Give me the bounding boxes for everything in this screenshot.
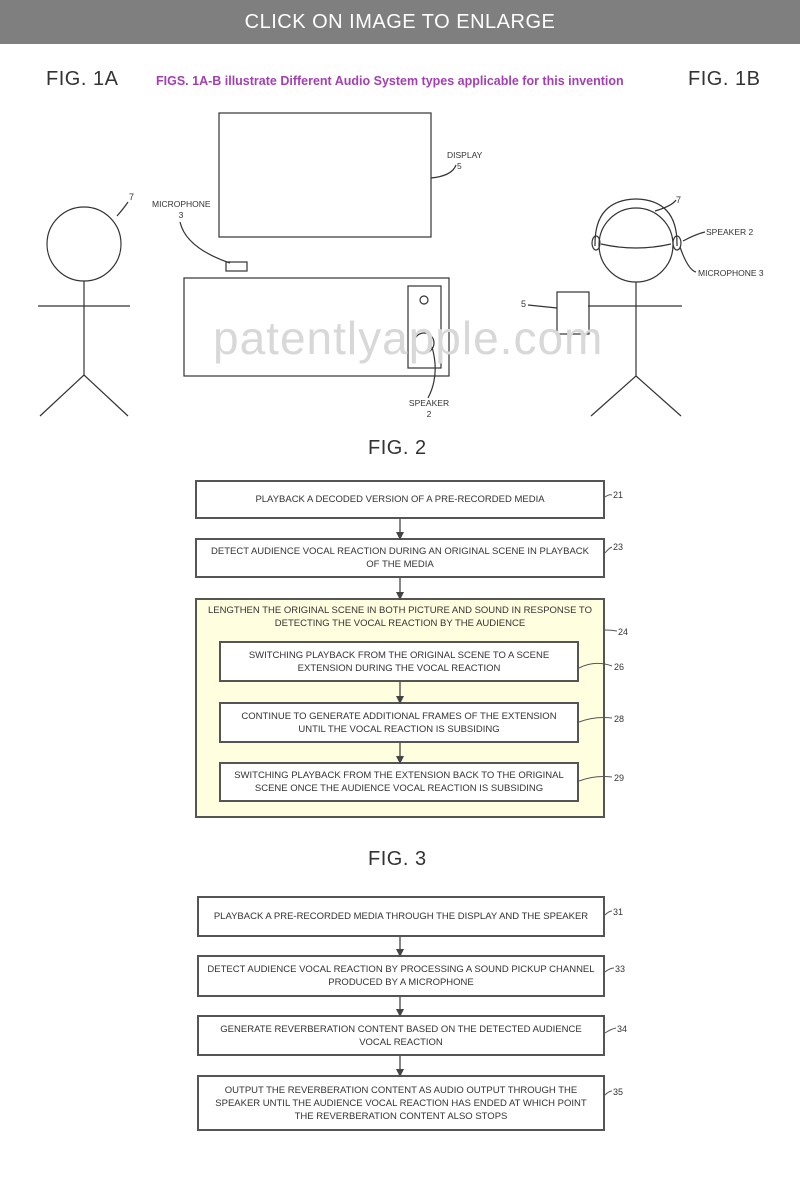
step-23-ref: 23 bbox=[613, 542, 624, 552]
headset-speaker-leader bbox=[682, 231, 706, 242]
step-21-box: PLAYBACK A DECODED VERSION OF A PRE-RECO… bbox=[195, 480, 605, 519]
step-31-text: PLAYBACK A PRE-RECORDED MEDIA THROUGH TH… bbox=[213, 911, 589, 922]
step-23-text: DETECT AUDIENCE VOCAL REACTION DURING AN… bbox=[211, 546, 589, 570]
right-person-body bbox=[588, 282, 682, 417]
microphone-rect bbox=[225, 261, 248, 272]
step-35-text: OUTPUT THE REVERBERATION CONTENT AS AUDI… bbox=[215, 1084, 587, 1122]
fig-3-title: FIG. 3 bbox=[368, 848, 427, 870]
handheld-device bbox=[556, 291, 590, 335]
speaker-label: SPEAKER 2 bbox=[408, 398, 450, 419]
fig-1a-label: FIG. 1A bbox=[46, 68, 119, 90]
step-33-ref: 33 bbox=[615, 964, 626, 974]
leader-34 bbox=[604, 1027, 617, 1034]
step-29-box: SWITCHING PLAYBACK FROM THE EXTENSION BA… bbox=[219, 762, 579, 802]
step-28-text: CONTINUE TO GENERATE ADDITIONAL FRAMES O… bbox=[241, 710, 557, 735]
leader-23 bbox=[604, 546, 613, 554]
left-person-ref: 7 bbox=[129, 192, 135, 202]
speaker-woofer bbox=[413, 332, 435, 354]
console-rect bbox=[183, 277, 450, 377]
step-24-ref: 24 bbox=[618, 627, 629, 637]
microphone-leader bbox=[179, 221, 231, 264]
leader-26 bbox=[578, 662, 613, 669]
headset-mic-leader bbox=[679, 246, 697, 273]
enlarge-banner-text: CLICK ON IMAGE TO ENLARGE bbox=[244, 10, 556, 33]
step-21-text: PLAYBACK A DECODED VERSION OF A PRE-RECO… bbox=[255, 494, 545, 505]
step-35-box: OUTPUT THE REVERBERATION CONTENT AS AUDI… bbox=[197, 1075, 605, 1131]
device-leader bbox=[527, 304, 558, 309]
step-31-ref: 31 bbox=[613, 907, 624, 917]
step-34-text: GENERATE REVERBERATION CONTENT BASED ON … bbox=[220, 1023, 582, 1048]
step-33-text: DETECT AUDIENCE VOCAL REACTION BY PROCES… bbox=[207, 964, 595, 988]
right-person-leader bbox=[654, 199, 677, 212]
left-person-leader bbox=[116, 201, 129, 217]
headset-right-ear bbox=[672, 235, 682, 251]
step-29-ref: 29 bbox=[614, 773, 625, 783]
step-28-box: CONTINUE TO GENERATE ADDITIONAL FRAMES O… bbox=[219, 702, 579, 743]
leader-28 bbox=[578, 717, 613, 723]
leader-31 bbox=[604, 910, 613, 916]
headset-band-inner bbox=[600, 243, 672, 249]
speaker-leader bbox=[427, 346, 436, 399]
step-26-ref: 26 bbox=[614, 662, 625, 672]
leader-29 bbox=[578, 776, 613, 782]
step-26-text: SWITCHING PLAYBACK FROM THE ORIGINAL SCE… bbox=[248, 649, 550, 674]
headset-speaker-label: SPEAKER 2 bbox=[706, 227, 754, 237]
display-rect bbox=[218, 112, 432, 238]
leader-24 bbox=[604, 629, 618, 632]
step-34-ref: 34 bbox=[617, 1024, 628, 1034]
step-35-ref: 35 bbox=[613, 1087, 624, 1097]
leader-33 bbox=[604, 967, 615, 973]
microphone-label: MICROPHONE 3 bbox=[152, 199, 211, 220]
left-person-body bbox=[38, 281, 130, 417]
headset-microphone-label: MICROPHONE 3 bbox=[698, 268, 764, 278]
speaker-panel bbox=[407, 285, 442, 369]
headset-left-ear bbox=[591, 235, 601, 251]
leader-35 bbox=[604, 1090, 613, 1096]
figure-caption: FIGS. 1A-B illustrate Different Audio Sy… bbox=[156, 74, 624, 88]
leader-21 bbox=[604, 494, 613, 498]
watermark: patentlyapple.com bbox=[213, 312, 604, 364]
step-28-ref: 28 bbox=[614, 714, 625, 724]
step-33-box: DETECT AUDIENCE VOCAL REACTION BY PROCES… bbox=[197, 955, 605, 997]
fig-1b-label: FIG. 1B bbox=[688, 68, 761, 90]
step-29-text: SWITCHING PLAYBACK FROM THE EXTENSION BA… bbox=[234, 770, 564, 794]
step-24-text: LENGTHEN THE ORIGINAL SCENE IN BOTH PICT… bbox=[208, 605, 592, 629]
device-ref: 5 bbox=[521, 299, 527, 309]
step-31-box: PLAYBACK A PRE-RECORDED MEDIA THROUGH TH… bbox=[197, 896, 605, 937]
display-leader bbox=[430, 164, 457, 179]
display-label: DISPLAY 5 bbox=[447, 150, 483, 171]
fig-1-drawing bbox=[38, 112, 706, 417]
headset-band bbox=[594, 198, 678, 247]
right-person-ref: 7 bbox=[676, 195, 682, 205]
step-21-ref: 21 bbox=[613, 490, 624, 500]
enlarge-banner[interactable]: CLICK ON IMAGE TO ENLARGE bbox=[0, 0, 800, 44]
speaker-tweeter bbox=[419, 295, 429, 305]
step-26-box: SWITCHING PLAYBACK FROM THE ORIGINAL SCE… bbox=[219, 641, 579, 682]
fig-2-title: FIG. 2 bbox=[368, 437, 427, 459]
